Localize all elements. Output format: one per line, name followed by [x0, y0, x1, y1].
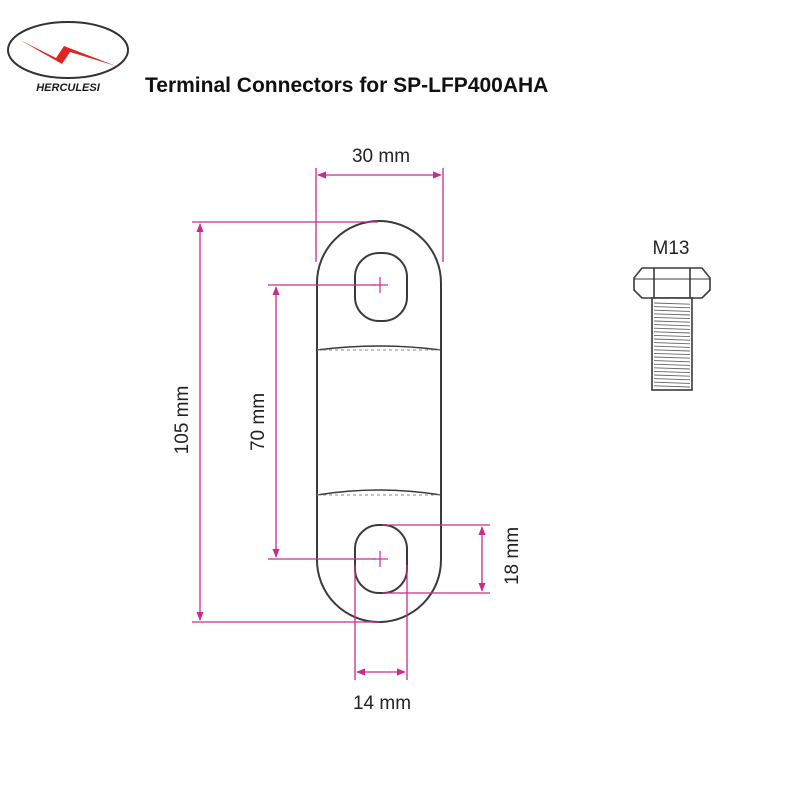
thread-line [653, 327, 691, 330]
thread-line [653, 313, 691, 316]
width-label: 30 mm [352, 146, 410, 167]
slot-width-label: 14 mm [353, 693, 411, 714]
length-label: 105 mm [172, 386, 193, 455]
dimension-lines [192, 168, 490, 680]
thread-line [653, 342, 691, 345]
thread-line [653, 385, 691, 388]
thread-line [653, 331, 691, 334]
thread-line [653, 363, 691, 366]
thread-line [653, 356, 691, 359]
thread-line [653, 320, 691, 323]
lightning-bolt-ellipse-logo-icon: HERCULESI [7, 21, 129, 94]
bolt-illustration: M13 [633, 238, 711, 391]
connector-outline [316, 220, 442, 623]
top-slot-hole [354, 252, 408, 322]
thread-line [653, 367, 691, 370]
thread-line [653, 309, 691, 312]
hole-spacing-label: 70 mm [248, 393, 269, 451]
brand-logo: HERCULESI [4, 18, 132, 98]
bolt-head [633, 267, 711, 299]
thread-line [653, 349, 691, 352]
thread-line [653, 370, 691, 374]
lightning-bolt-icon [20, 40, 116, 66]
bolt-size-label: M13 [653, 238, 690, 259]
thread-line [653, 360, 691, 363]
thread-line [653, 302, 691, 305]
thread-line [653, 374, 691, 377]
thread-line [653, 316, 691, 320]
thread-line [653, 324, 691, 327]
thread-line [653, 378, 691, 381]
bolt-threads [653, 302, 691, 388]
thread-line [653, 338, 691, 341]
slot-length-label: 18 mm [502, 527, 523, 585]
thread-line [653, 381, 691, 384]
brand-name: HERCULESI [36, 82, 101, 94]
top-bend-line [316, 345, 442, 351]
thread-line [653, 352, 691, 356]
thread-line [653, 345, 691, 348]
bottom-bend-line [316, 489, 442, 496]
thread-line [653, 334, 691, 338]
connector-plate [316, 220, 442, 623]
thread-line [653, 306, 691, 309]
page-title: Terminal Connectors for SP-LFP400AHA [145, 74, 549, 97]
